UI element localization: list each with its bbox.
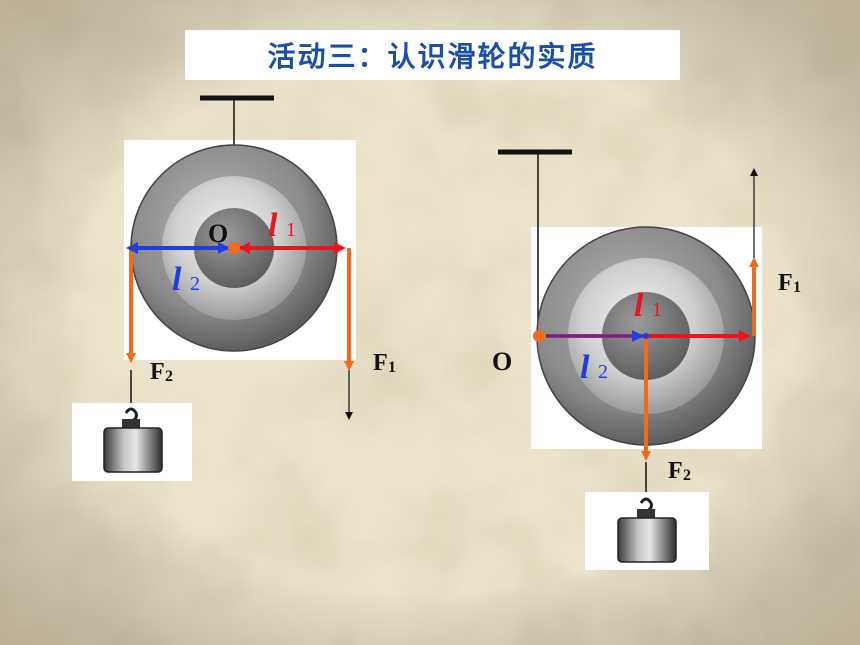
movable-force1-sub: 1 [793, 279, 801, 296]
fixed-pulley-group: O l 1 l 2 F 1 F 2 [72, 95, 396, 481]
fixed-weight [72, 403, 192, 481]
movable-force2-letter: F [668, 458, 683, 484]
movable-force2-sub: 2 [683, 467, 691, 484]
fixed-force1-letter: F [373, 350, 388, 376]
fixed-arm1-sub: 1 [286, 219, 296, 241]
fixed-pivot-label: O [208, 219, 228, 248]
fixed-arm1-letter: l [268, 207, 278, 244]
movable-force1-letter: F [778, 270, 793, 296]
fixed-arm2-letter: l [172, 261, 182, 298]
fixed-force2-letter: F [150, 359, 165, 385]
movable-arm1-letter: l [634, 287, 644, 324]
fixed-arm2-sub: 2 [190, 273, 200, 295]
movable-pulley-group: O l 1 l 2 F 1 F 2 [492, 149, 801, 570]
movable-arm2-sub: 2 [598, 361, 608, 383]
page-title: 活动三：认识滑轮的实质 [267, 40, 598, 73]
movable-pivot-dot [533, 330, 545, 342]
movable-axle-dot [643, 333, 649, 339]
movable-arm1-sub: 1 [652, 299, 662, 321]
fixed-force1-sub: 1 [388, 359, 396, 376]
fixed-pivot-dot [228, 242, 240, 254]
fixed-force2-sub: 2 [165, 368, 173, 385]
title-banner: 活动三：认识滑轮的实质 [185, 30, 680, 80]
movable-pivot-label: O [492, 347, 512, 376]
movable-weight [585, 492, 709, 570]
movable-arm2-letter: l [580, 349, 590, 386]
